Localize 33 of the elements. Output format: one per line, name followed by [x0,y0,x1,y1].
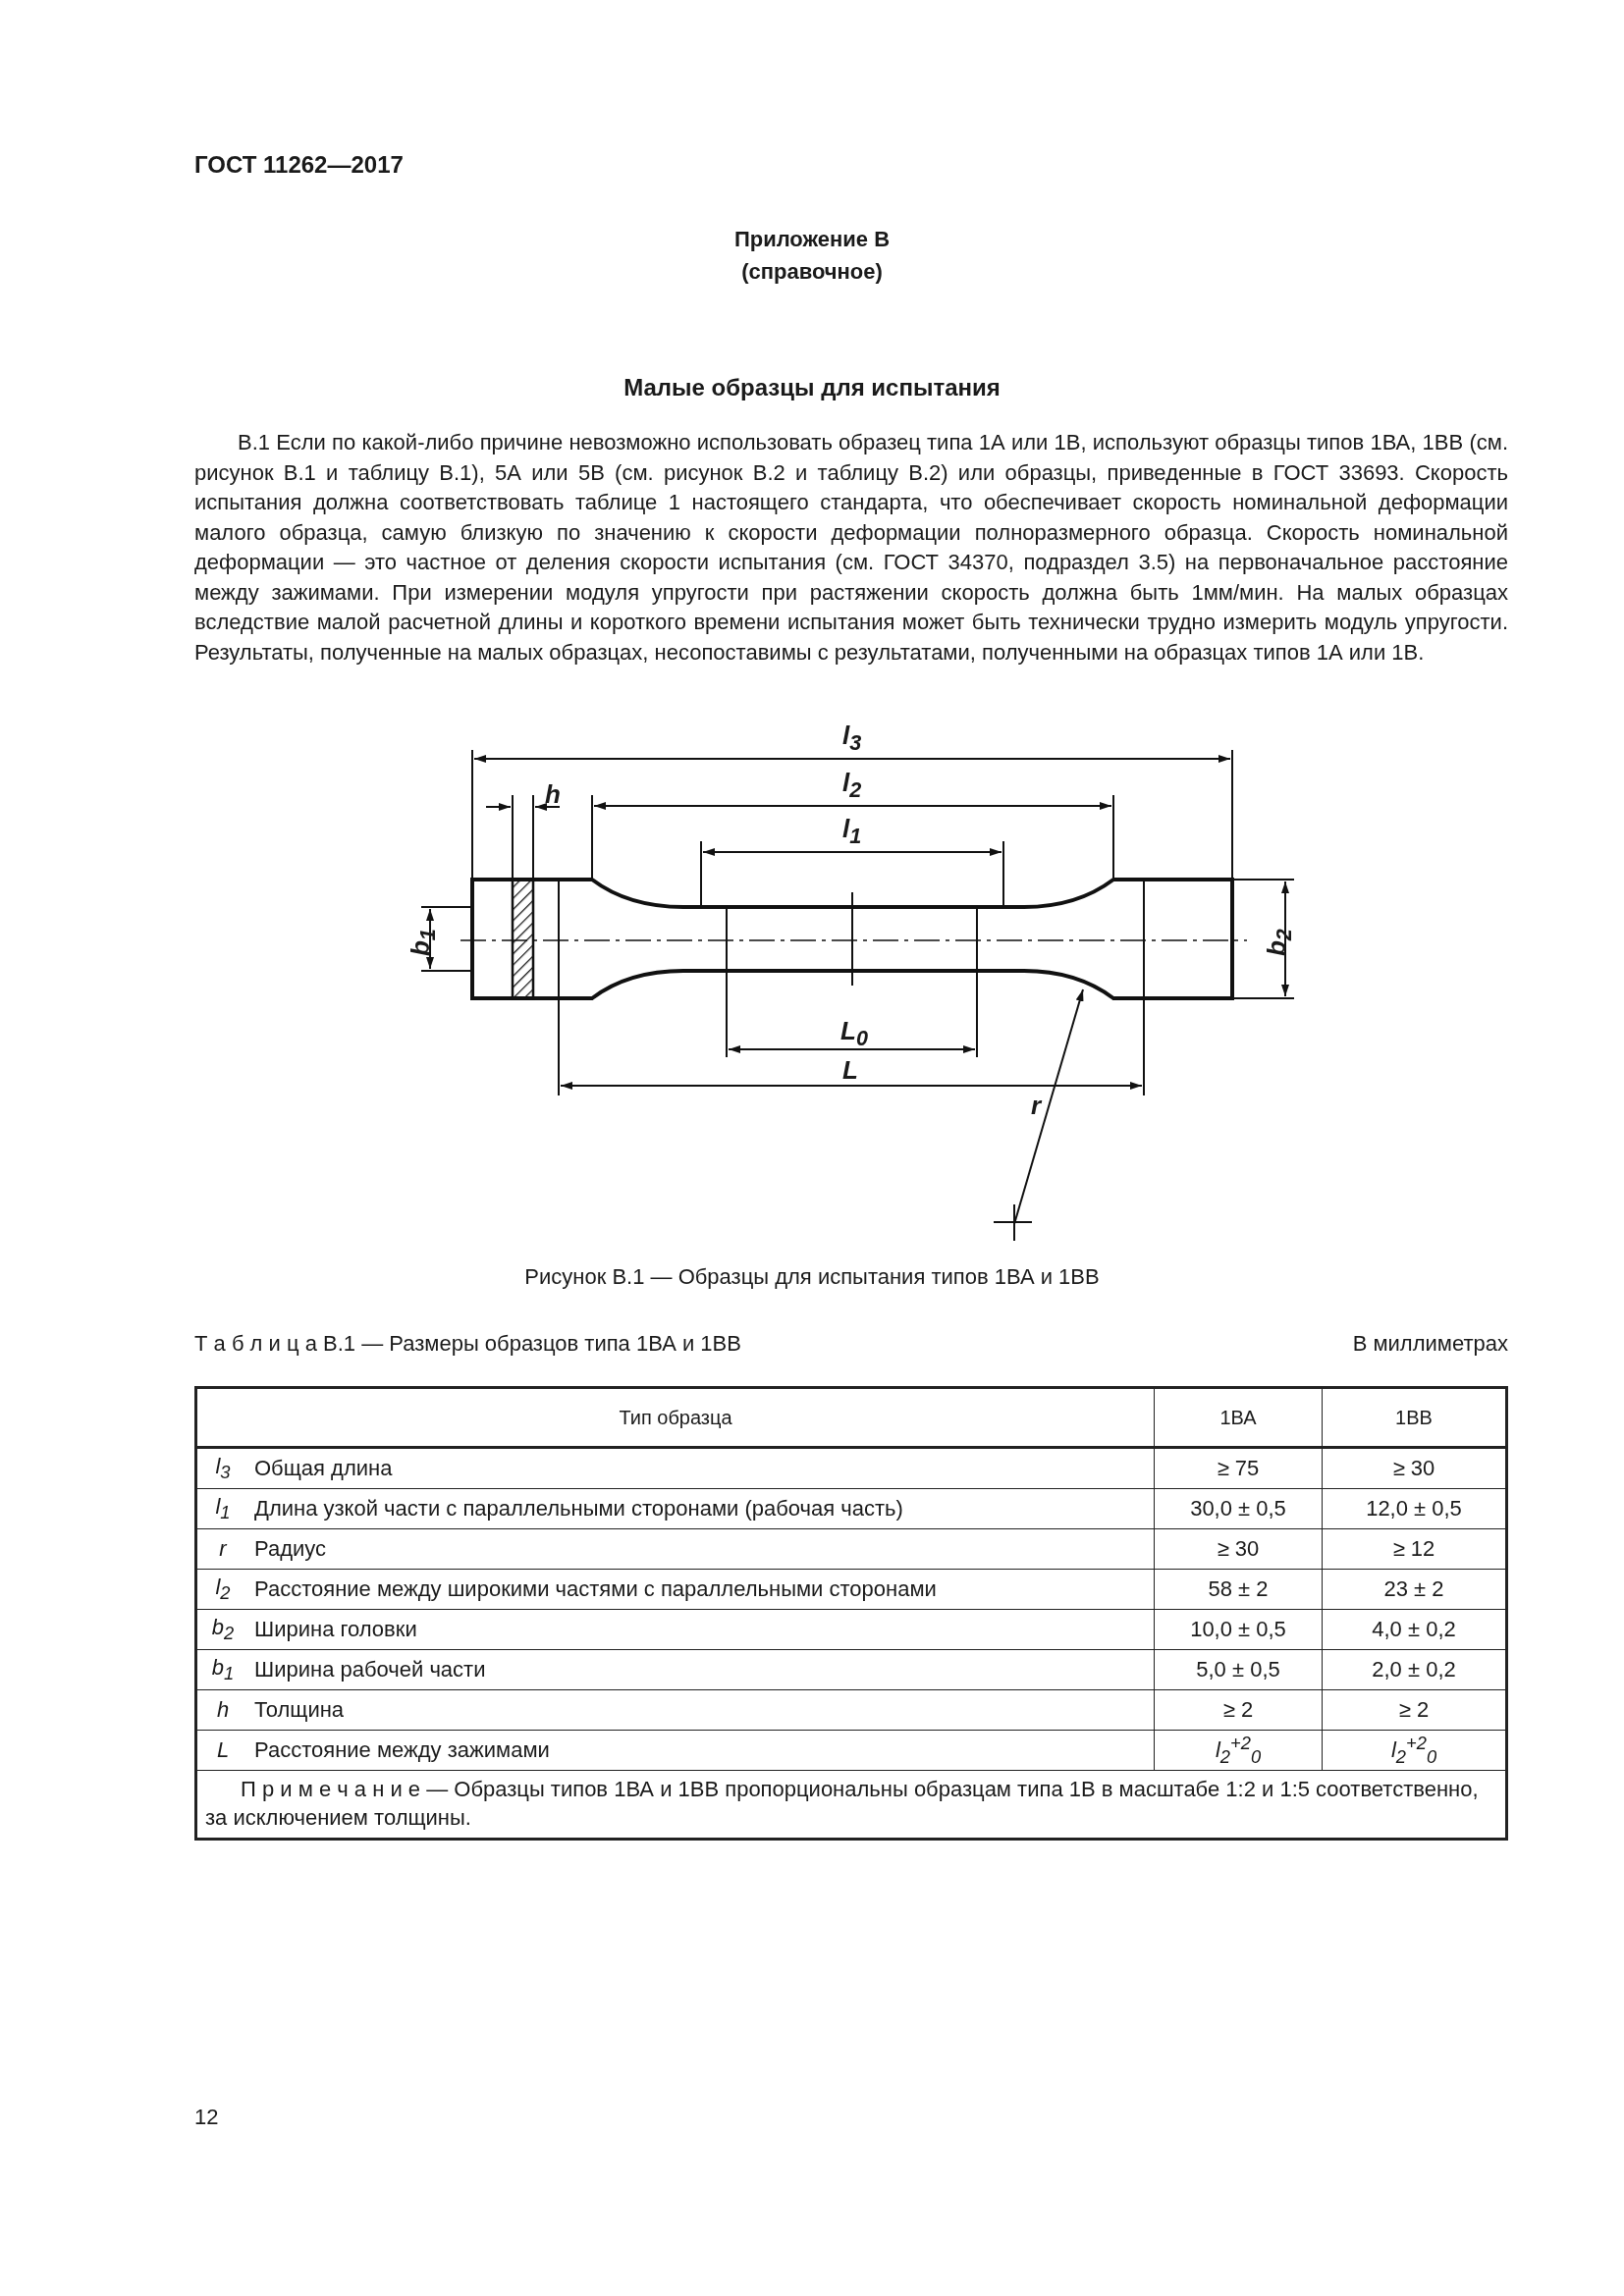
table-cell: Радиус [248,1528,1155,1570]
table-cell: 10,0 ± 0,5 [1154,1609,1323,1650]
table-cell: ≥ 30 [1154,1528,1323,1570]
table-cell: 58 ± 2 [1154,1569,1323,1610]
dimension-label: r [1031,1092,1042,1119]
table-cell: 30,0 ± 0,5 [1154,1488,1323,1529]
column-header: Тип образца [195,1387,1155,1448]
table-title: Т а б л и ц а В.1 — Размеры образцов типа 1ВА и 1ВВ [194,1330,741,1358]
table-cell: Ширина рабочей части [248,1649,1155,1690]
page-header: ГОСТ 11262—2017 [194,150,404,180]
table-cell: Длина узкой части с параллельными сторонами (рабочая часть) [248,1488,1155,1529]
annex-title: Приложение В [732,226,892,253]
dimension-label: L [842,1056,858,1084]
dimension-label: l$_{3}$ [842,721,862,758]
body-paragraph: В.1 Если по какой-либо причине невозможно использовать образец типа 1А или 1В, используют образцы типов 1ВА, 1ВВ (см. рисунок В.1 и таблицу В.1), 5А или 5В (см. рисунок В.2 и таблицу В.2) или образцы, приведенные в ГОСТ 33693. Скорость испытания должна соответствовать таблице 1 настоящего стандарта, что обеспечивает скорость номинальной деформации малого образца, самую близкую по значению к скорости деформации полноразмерного образца. Скорость номинальной деформации — это частное от деления скорости испытания (см. ГОСТ 34370, подраздел 3.5) на первоначальное расстояние между зажимами. При измерении модуля упругости при растяжении скорость должна быть 1мм/мин. На малых образцах вследствие малой расчетной длины и короткого времени испытания может быть технически трудно измерить модуль упругости. Результаты, полученные на малых образцах, несопоставимы с результатами, полученными на образцах типов 1А или 1В. [194,429,1508,667]
table-cell: Общая длина [248,1447,1155,1489]
column-header: 1ВА [1154,1387,1323,1448]
units-note: В миллиметрах [1352,1330,1508,1358]
table-cell: ≥ 2 [1154,1689,1323,1731]
table-cell: Расстояние между широкими частями с параллельными сторонами [248,1569,1155,1610]
page-number: 12 [194,2104,219,2131]
table-cell: Толщина [248,1689,1155,1731]
section-heading: Малые образцы для испытания [623,373,1001,402]
dimension-label: L$_{0}$ [840,1017,868,1053]
annex-note: (справочное) [740,258,884,286]
dimension-label: l$_{1}$ [842,815,862,851]
dimension-label: h [545,780,561,808]
figure-caption: Рисунок В.1 — Образцы для испытания типов 1ВА и 1ВВ [523,1263,1101,1291]
dimension-label: l$_{2}$ [842,769,862,805]
table-cell: Ширина головки [248,1609,1155,1650]
table-cell: Расстояние между зажимами [248,1730,1155,1771]
table-cell: 5,0 ± 0,5 [1154,1649,1323,1690]
table-cell: ≥ 75 [1154,1447,1323,1489]
